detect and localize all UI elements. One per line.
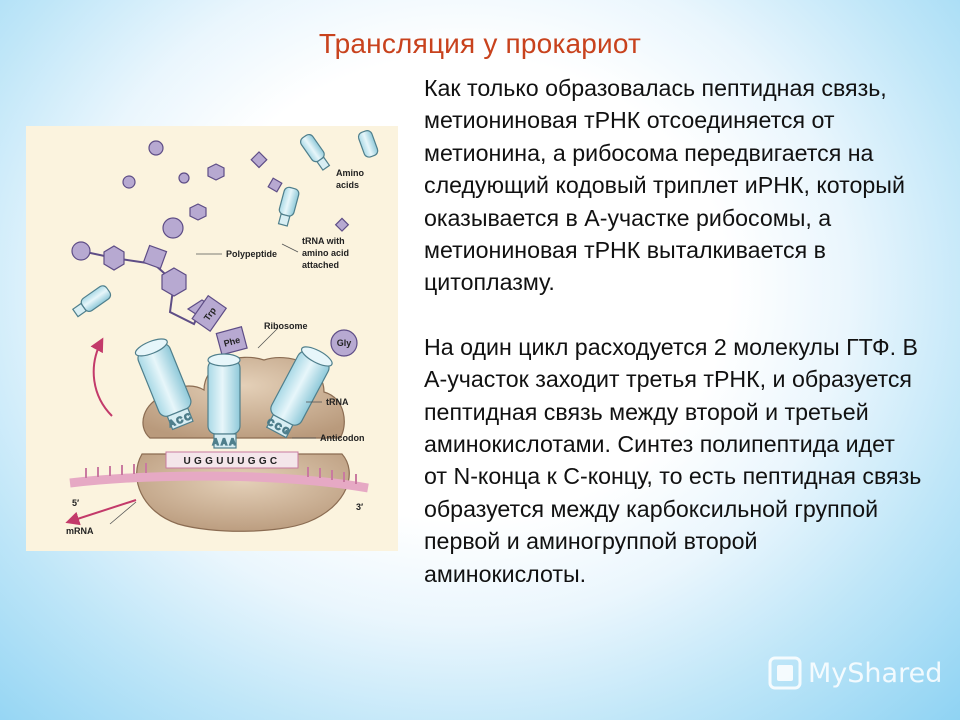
mrna-codons: UGGUUUGGC: [184, 456, 281, 467]
anticodon-p: AAA: [212, 437, 238, 447]
label-anticodon: Anticodon: [320, 433, 365, 443]
trna-p-site: AAA: [207, 353, 241, 449]
leader-lines: [109, 243, 322, 525]
amino-acid-label-gly: Gly: [337, 338, 352, 348]
label-mrna: mRNA: [66, 526, 94, 536]
amino-acid-tag-phe: Phe: [215, 326, 248, 356]
trna-exit-arrow: [90, 337, 113, 417]
slide-title: Трансляция у прокариот: [318, 28, 642, 59]
label-trna: tRNA: [326, 397, 349, 407]
translation-diagram: Trp Phe Gly UGGUUUGGC A: [65, 130, 379, 536]
watermark-text: MyShared: [808, 657, 943, 689]
label-five-prime: 5′: [72, 498, 79, 508]
translation-illustration: Trp Phe Gly UGGUUUGGC A: [26, 126, 398, 551]
amino-acid-label-phe: Phe: [223, 335, 242, 349]
label-trna-attached-3: attached: [302, 260, 339, 270]
body-text: Как только образовалась пептидная связь,…: [424, 72, 924, 590]
paragraph-2: На один цикл расходуется 2 молекулы ГТФ.…: [424, 333, 922, 587]
amino-acid-tag-trp: Trp: [191, 294, 228, 333]
ribosome-direction-arrow: [65, 499, 137, 526]
label-ribosome: Ribosome: [264, 321, 308, 331]
label-trna-attached-1: tRNA with: [302, 236, 345, 246]
free-amino-acids: [122, 140, 350, 232]
mrna-strand: UGGUUUGGC: [69, 451, 369, 493]
label-amino-acids-2: acids: [336, 180, 359, 190]
watermark: MyShared: [768, 653, 942, 693]
label-trna-attached-2: amino acid: [302, 248, 349, 258]
paragraph-1: Как только образовалась пептидная связь,…: [424, 75, 905, 296]
label-three-prime: 3′: [356, 502, 363, 512]
label-amino-acids-1: Amino: [336, 168, 365, 178]
myshared-logo-icon: [768, 656, 802, 690]
amino-acid-tag-gly: Gly: [330, 329, 358, 357]
label-polypeptide: Polypeptide: [226, 249, 277, 259]
floating-trna-group: [71, 130, 379, 318]
